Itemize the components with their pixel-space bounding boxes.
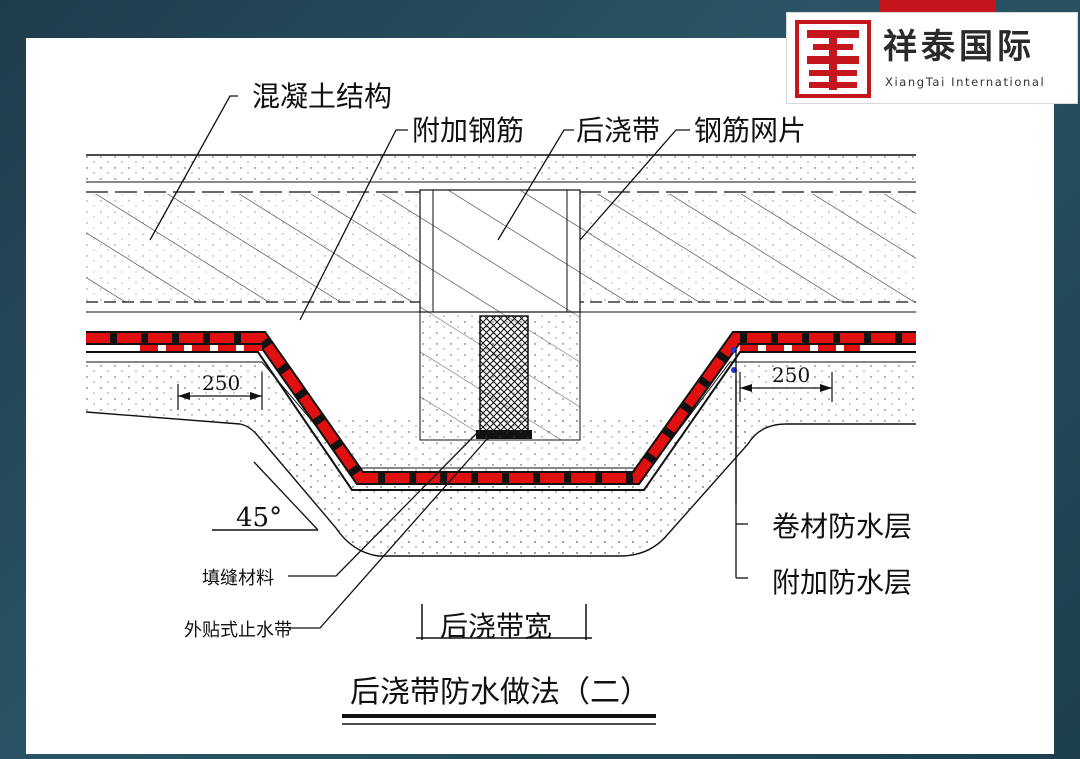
angle-label: 45° <box>236 503 282 533</box>
label-post-pour-strip: 后浇带 <box>576 114 660 147</box>
top-accent-bar <box>880 0 996 12</box>
label-concrete-structure: 混凝土结构 <box>252 80 392 113</box>
logo-name-cn: 祥泰国际 <box>883 27 1035 67</box>
logo-name-en: XiangTai International <box>885 75 1046 89</box>
label-filler-material: 填缝材料 <box>202 568 274 589</box>
waterproofing-membrane <box>86 331 916 491</box>
label-additional-waterproof-layer: 附加防水层 <box>772 566 912 599</box>
brand-logo: 祥泰国际 XiangTai International <box>786 12 1078 104</box>
angle-marker <box>212 461 319 531</box>
dimension-left-label: 250 <box>202 371 240 395</box>
xiangtai-logo-icon <box>795 20 871 98</box>
label-membrane-layer: 卷材防水层 <box>772 510 912 543</box>
label-additional-rebar: 附加钢筋 <box>412 114 524 147</box>
dimension-right-label: 250 <box>772 363 810 387</box>
diagram-title: 后浇带防水做法（二） <box>350 675 650 710</box>
leader-lines <box>149 95 748 629</box>
label-external-waterstop: 外贴式止水带 <box>184 620 292 641</box>
dimension-left <box>177 372 263 410</box>
filler-material-block <box>479 315 529 437</box>
dimension-right <box>739 372 833 402</box>
post-pour-strip-core <box>419 189 581 441</box>
label-rebar-mesh: 钢筋网片 <box>694 114 806 147</box>
strip-width-marker <box>416 604 592 640</box>
label-strip-width: 后浇带宽 <box>440 610 552 643</box>
